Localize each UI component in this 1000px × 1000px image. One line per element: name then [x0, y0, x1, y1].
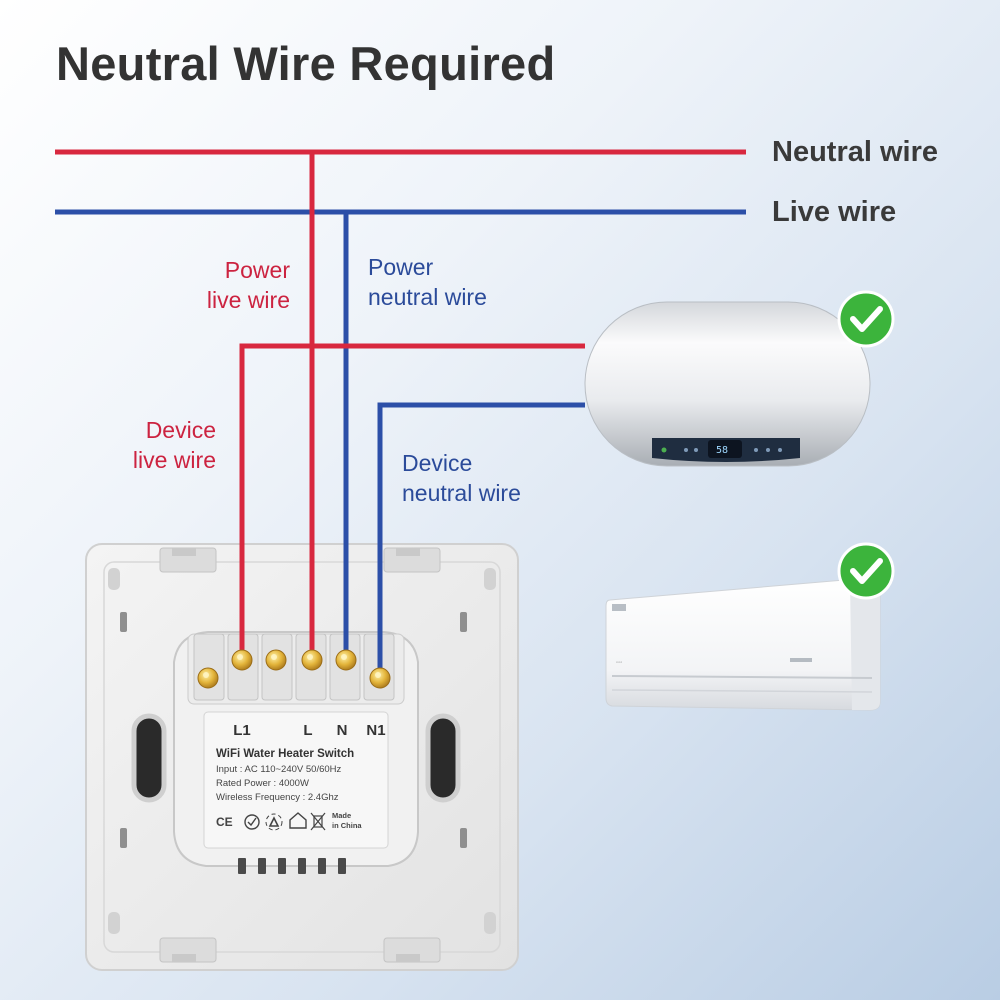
wire-layer [55, 149, 746, 676]
recycle-icon [265, 813, 283, 831]
power-live-line-1: Power [224, 257, 290, 283]
terminal-screw [231, 649, 253, 671]
device-live-wire-label: Device live wire [133, 415, 216, 475]
neutral-wire-label: Neutral wire [772, 136, 938, 168]
house-icon [289, 812, 307, 829]
power-neutral-wire-label: Power neutral wire [368, 252, 487, 312]
air-conditioner: ◦◦◦ [605, 577, 881, 711]
water-heater: 58 [584, 301, 871, 467]
weee-bin-icon [310, 812, 326, 831]
terminal-screw [265, 649, 287, 671]
terminal-label-n1: N1 [366, 722, 385, 739]
check-circle-icon [837, 290, 895, 348]
spec-rated-power: Rated Power : 4000W [216, 778, 309, 789]
device-neutral-line-2: neutral wire [402, 480, 521, 506]
terminal-screw [301, 649, 323, 671]
terminal-label-l1: L1 [233, 722, 251, 739]
power-neutral-line-2: neutral wire [368, 284, 487, 310]
power-neutral-line-1: Power [368, 254, 434, 280]
rohs-icon [244, 814, 260, 830]
device-neutral-wire-label: Device neutral wire [402, 448, 521, 508]
live-wire-label: Live wire [772, 196, 897, 228]
terminal-label-n: N [337, 722, 348, 739]
terminal-screw [335, 649, 357, 671]
spec-wireless: Wireless Frequency : 2.4Ghz [216, 792, 339, 803]
spec-input: Input : AC 110~240V 50/60Hz [216, 764, 342, 775]
device-live-wire [239, 343, 585, 660]
terminal-label-l: L [303, 722, 312, 739]
terminal-screw [197, 667, 219, 689]
made-in-line-1: Made [332, 811, 351, 820]
device-live-line-1: Device [145, 417, 216, 443]
power-live-wire-label: Power live wire [207, 255, 290, 315]
heater-display: 58 [716, 445, 728, 456]
device-live-line-2: live wire [132, 447, 216, 473]
made-in-line-2: in China [332, 821, 362, 830]
page-title: Neutral Wire Required [56, 37, 556, 90]
terminal-screw [369, 667, 391, 689]
ce-mark: CE [216, 815, 233, 829]
power-live-line-2: live wire [206, 287, 290, 313]
check-circle-icon [837, 542, 895, 600]
device-neutral-line-1: Device [402, 450, 473, 476]
product-name: WiFi Water Heater Switch [216, 748, 354, 760]
ac-brand-mark: ◦◦◦ [616, 660, 622, 666]
terminal-screws [197, 649, 391, 689]
device-neutral-wire [377, 402, 585, 676]
